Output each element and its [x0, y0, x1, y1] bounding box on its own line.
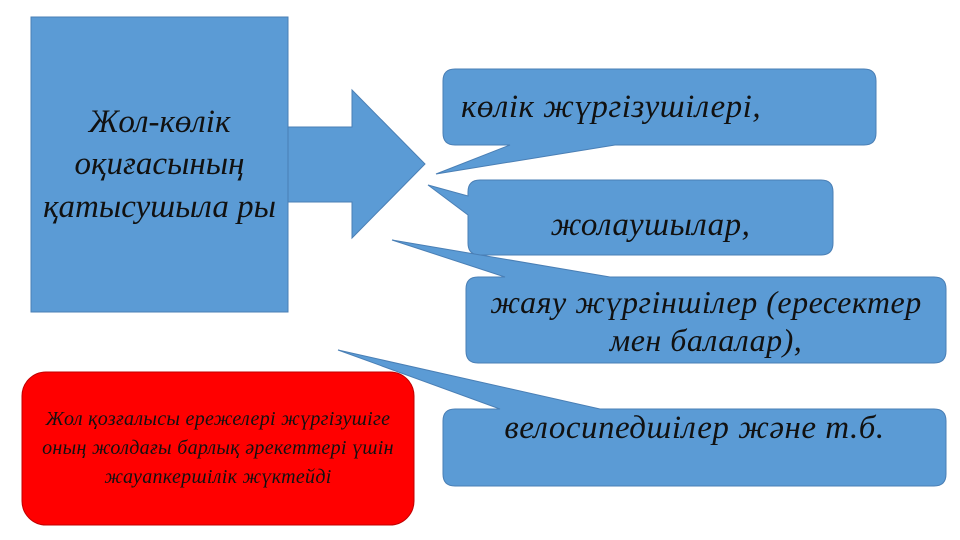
- callout-passengers-label: жолаушылар,: [550, 207, 751, 243]
- callout-drivers-shape: [435, 68, 877, 175]
- main-box-label: Жол-көлік оқиғасының қатысушыла ры: [43, 104, 276, 225]
- right-arrow-icon: [287, 88, 426, 240]
- note-box: [21, 371, 415, 526]
- main-box: [30, 16, 289, 313]
- callout-cyclists-shape: [337, 349, 947, 487]
- callout-drivers-label: көлік жүргізушілері,: [461, 88, 762, 125]
- callout-pedestrians-shape: [391, 239, 947, 364]
- callout-pedestrians-label: жаяу жүргіншілер (ересектер мен балалар)…: [490, 284, 922, 359]
- note-box-label: Жол қозғалысы ережелері жүргізушіге оның…: [42, 408, 394, 488]
- callout-cyclists-label: велосипедшілер және т.б.: [504, 410, 885, 446]
